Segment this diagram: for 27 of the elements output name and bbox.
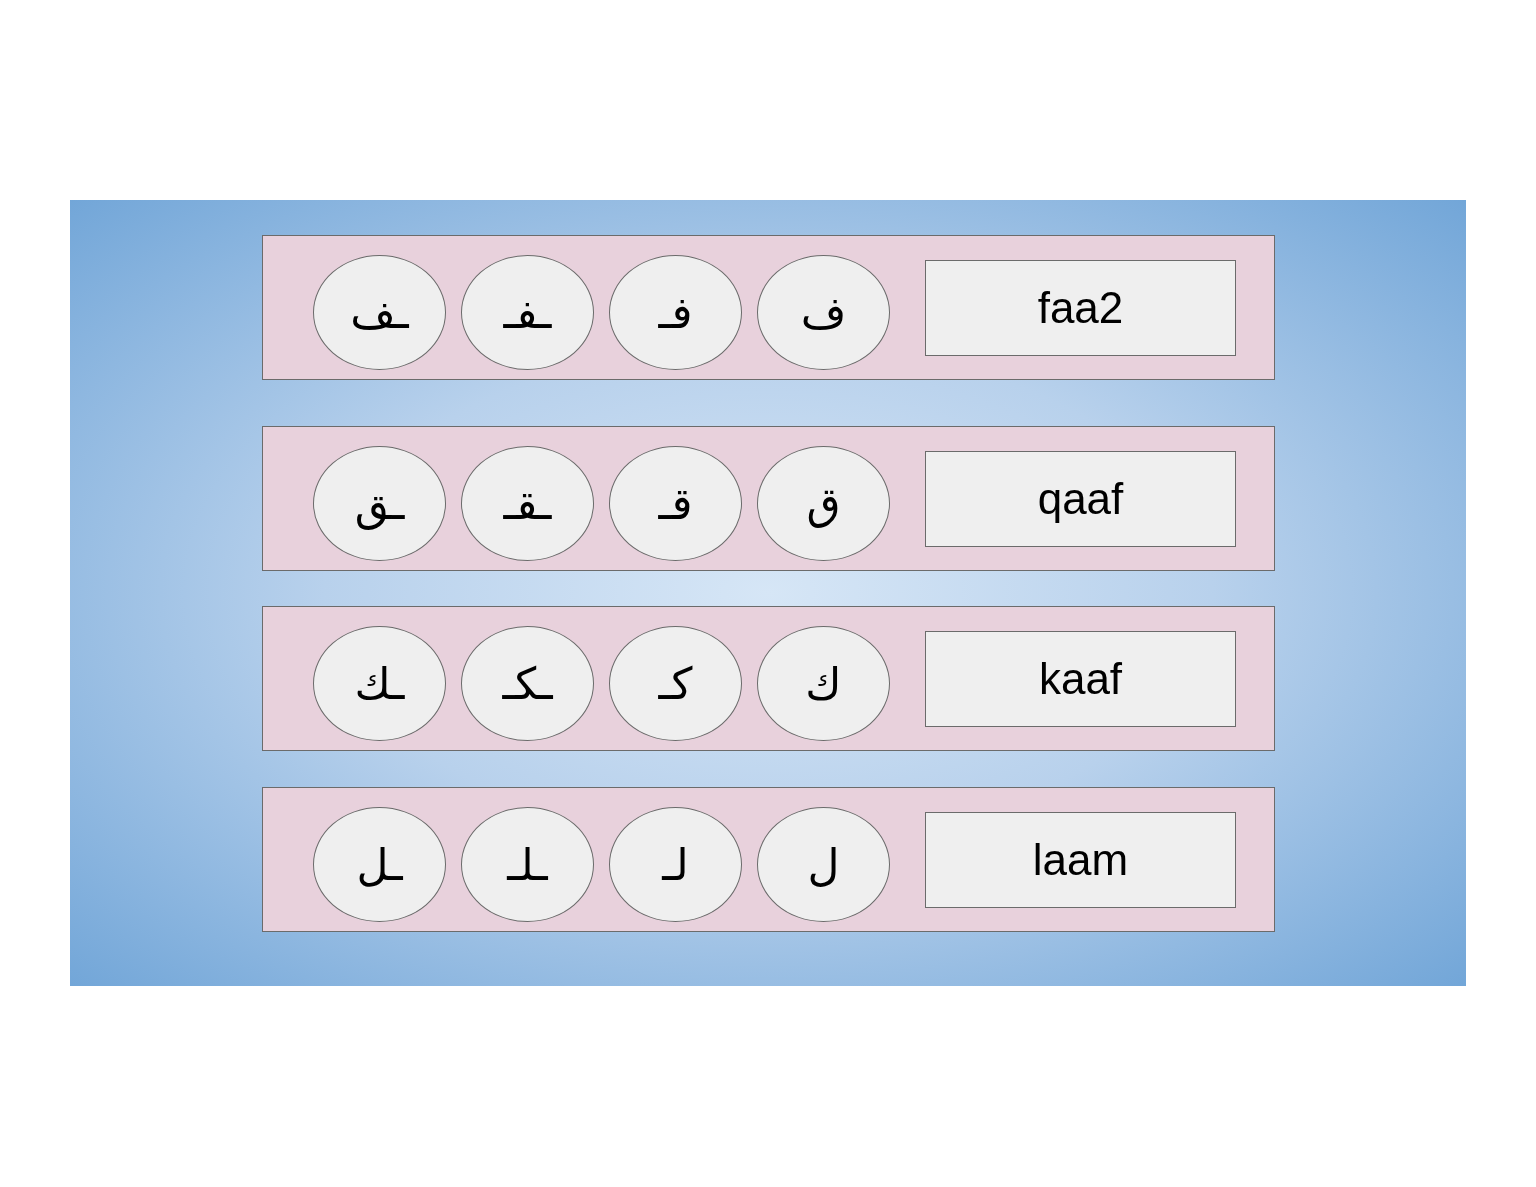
arabic-letter: ف bbox=[800, 290, 847, 335]
letter-name: laam bbox=[1032, 838, 1129, 882]
row-band bbox=[262, 787, 1275, 932]
letter-name-box bbox=[925, 451, 1236, 547]
row-band bbox=[262, 235, 1275, 380]
letter-name: qaaf bbox=[1037, 477, 1124, 521]
arabic-letter: كـ bbox=[658, 661, 693, 706]
arabic-letter: ـقـ bbox=[503, 481, 552, 526]
arabic-letter: ـل bbox=[356, 842, 403, 887]
arabic-letter: ـف bbox=[350, 290, 409, 335]
arabic-letter: ـكـ bbox=[502, 661, 553, 706]
row-band bbox=[262, 606, 1275, 751]
arabic-letter: ق bbox=[806, 481, 841, 526]
letter-name-box bbox=[925, 812, 1236, 908]
arabic-letter: ل bbox=[807, 842, 840, 887]
letter-name: kaaf bbox=[1038, 657, 1123, 701]
letter-name: faa2 bbox=[1037, 286, 1124, 330]
letter-name-box bbox=[925, 260, 1236, 356]
arabic-letter: قـ bbox=[658, 481, 693, 526]
row-band bbox=[262, 426, 1275, 571]
arabic-letter: ـك bbox=[354, 661, 405, 706]
arabic-letter: فـ bbox=[658, 290, 693, 335]
letter-name-box bbox=[925, 631, 1236, 727]
arabic-letter: لـ bbox=[662, 842, 689, 887]
arabic-letter: ـفـ bbox=[503, 290, 552, 335]
arabic-letter: ـلـ bbox=[507, 842, 548, 887]
arabic-letter: ك bbox=[805, 661, 842, 706]
